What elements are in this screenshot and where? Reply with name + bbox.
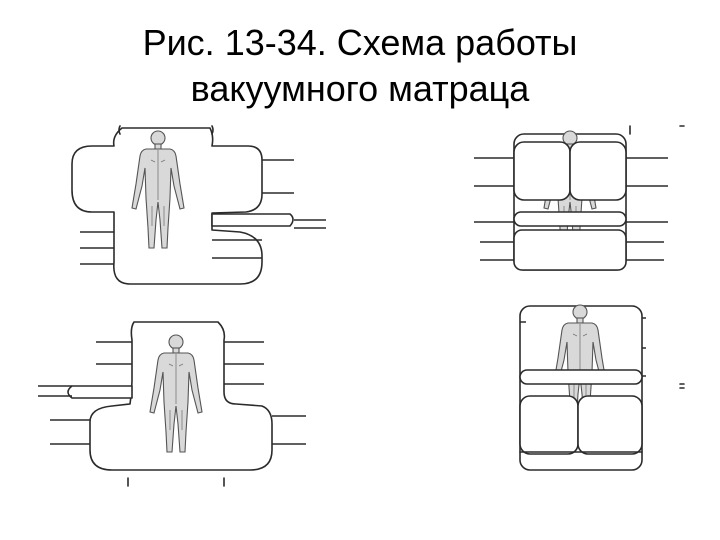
mattress-bottom-left (38, 321, 306, 487)
slide-title: Рис. 13-34. Схема работы вакуумного матр… (0, 20, 720, 112)
mattress-bottom-right (519, 304, 685, 471)
mattress-top-right (474, 125, 685, 271)
title-line-2: вакуумного матраца (190, 68, 530, 109)
title-line-1: Рис. 13-34. Схема работы (142, 22, 578, 63)
mattress-top-left (71, 125, 326, 285)
